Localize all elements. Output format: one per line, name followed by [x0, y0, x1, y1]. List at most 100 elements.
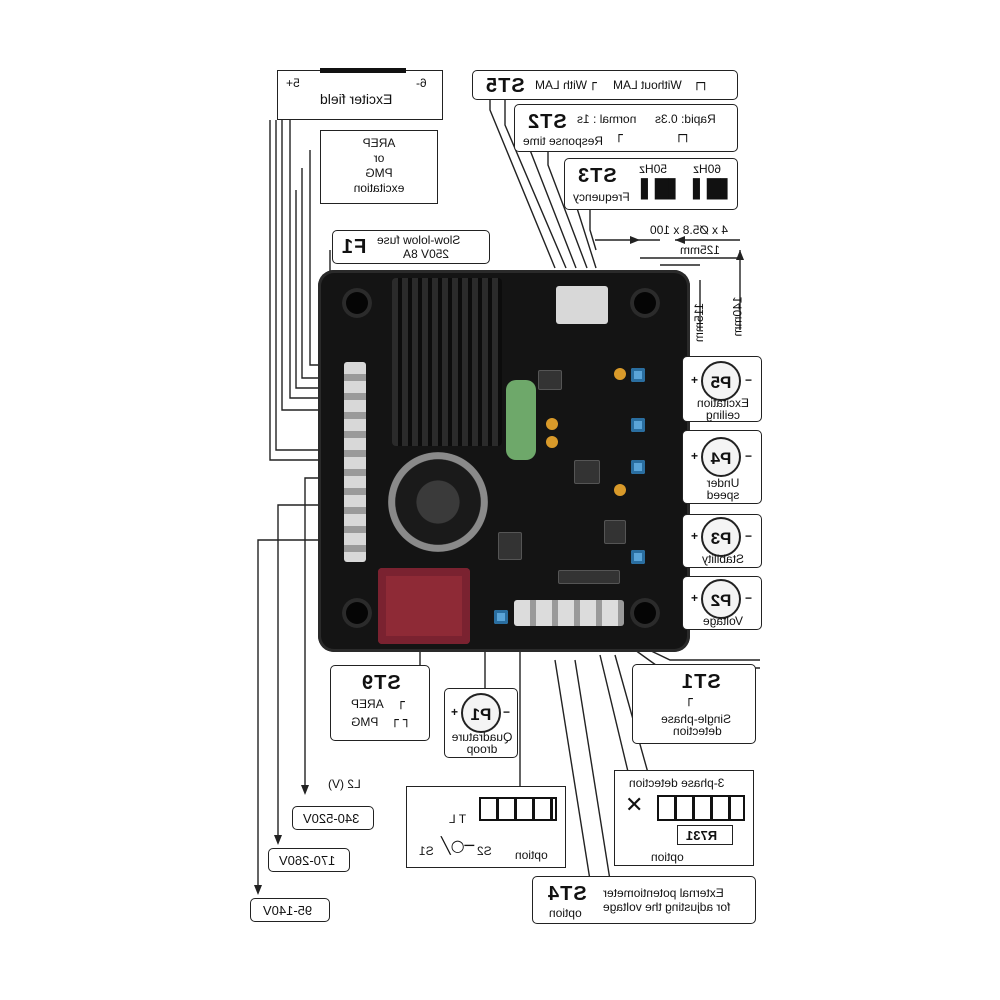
p3-plus: + — [691, 529, 699, 543]
st5-with-lam: With LAM — [535, 78, 588, 92]
ic-chip — [538, 370, 562, 390]
st9-jumper-icon-2: ┌ ┐ — [391, 713, 411, 728]
st5-code: ST5 — [485, 75, 525, 97]
p4-minus: − — [745, 449, 753, 463]
p1-box: P1 + − Quadrature droop — [444, 688, 518, 758]
st9-box: ST9 AREP ┐ PMG ┌ ┐ — [330, 665, 430, 741]
st9-jumper-icon: ┐ — [397, 695, 405, 710]
s1-s2-option: option — [515, 848, 548, 862]
voltage-95-140: 95-140V — [263, 903, 313, 918]
trimmer-p3 — [631, 550, 645, 564]
st3-50hz: 50Hz — [639, 162, 668, 176]
st9-pmg: PMG — [351, 715, 379, 729]
st1-box: ST1 ┐ Single-phase detection — [632, 664, 756, 744]
trimmer-p4 — [631, 418, 645, 432]
st9-arep: AREP — [351, 697, 384, 711]
mounting-hole — [342, 598, 372, 628]
ic-chip — [498, 532, 522, 560]
capacitor-small — [614, 368, 626, 380]
f1-line1: Slow-lolow fuse — [377, 233, 461, 247]
s1-s2-terminal-icon — [479, 797, 557, 821]
exciter-minus-label: 5+ — [286, 76, 300, 90]
p1-minus: − — [503, 705, 511, 719]
p4-line2: speed — [706, 488, 740, 502]
ic-chip — [604, 520, 626, 544]
p2-plus: + — [691, 591, 699, 605]
dim-140mm: 140mm — [730, 296, 745, 337]
st1-code: ST1 — [681, 671, 721, 693]
avr-circuit-board — [318, 270, 690, 652]
s1-s2-s2: S1 — [419, 844, 434, 858]
trimmer-p4b — [631, 460, 645, 474]
st2-jumper-icon: ┐ — [615, 128, 623, 143]
st3-60hz: 60Hz — [693, 162, 722, 176]
power-resistor — [506, 380, 536, 460]
mounting-hole — [630, 598, 660, 628]
s1-s2-option-box: T L S1 ─○╱ S2 option — [406, 786, 566, 868]
p2-minus: − — [745, 591, 753, 605]
ic-chip — [574, 460, 600, 484]
exciter-terminal-bar — [320, 68, 406, 73]
st1-jumper-icon: ┐ — [685, 692, 693, 707]
p2-pot-icon: P2 — [701, 579, 741, 619]
p5-pot-icon: P5 — [701, 361, 741, 401]
st9-code: ST9 — [361, 672, 401, 694]
p1-code: P1 — [470, 705, 492, 724]
st2-jumper-icon-2: ┌┐ — [675, 128, 691, 143]
st2-rapid: Rapid: 0.3s — [655, 112, 716, 126]
st2-normal: normal : 1s — [577, 112, 637, 126]
voltage-170-260-box: 170-260V — [268, 848, 350, 872]
p4-plus: + — [691, 449, 699, 463]
three-phase-option: option — [651, 850, 684, 864]
p2-code: P2 — [710, 591, 732, 610]
s1-s2-s1: S2 — [477, 844, 492, 858]
st3-box: ST3 Frequency 50Hz 60Hz ▐█▐ ▐█▐ — [564, 158, 738, 210]
st5-jumper-icon-2: ┌┐ — [693, 76, 709, 91]
dim-115mm: 115mm — [692, 302, 707, 343]
voltage-95-140-box: 95-140V — [250, 898, 330, 922]
p5-plus: + — [691, 373, 699, 387]
st4-code: ST4 — [547, 883, 587, 905]
st5-without-lam: Without LAM — [613, 78, 682, 92]
p1-plus: + — [451, 705, 459, 719]
switch-icon: ─○╱ — [441, 836, 475, 855]
electrolytic-capacitor — [388, 452, 488, 552]
voltage-340-520: 340-520V — [303, 811, 360, 826]
st4-line1: External potentiometer — [603, 886, 724, 900]
wire-cross-icon: ✕ — [625, 793, 644, 818]
mounting-hole — [342, 288, 372, 318]
f1-fuse-box: F1 Slow-lolow fuse 250V 8A — [332, 230, 490, 264]
ic-chip — [558, 570, 620, 584]
p5-box: P5 + − Excitation ceiling — [682, 356, 762, 422]
st3-jumper-icon-2: ▐█▐ — [693, 179, 735, 200]
jumper-connector-top — [556, 286, 608, 324]
p3-pot-icon: P3 — [701, 517, 741, 557]
p1-pot-icon: P1 — [461, 693, 501, 733]
s1-s2-tl: T L — [449, 812, 467, 826]
dim-125mm: 125mm — [680, 243, 721, 257]
excitation-type-box: AREP or PMG excitation — [320, 130, 438, 204]
capacitor-small — [546, 436, 558, 448]
three-phase-title: 3-phase detection — [629, 776, 725, 790]
l2-voltage-label: L2 (V) — [328, 777, 361, 791]
three-phase-option-box: 3-phase detection ✕ R731 option — [614, 770, 754, 866]
heatsink — [392, 278, 502, 446]
excitation-line-arep: AREP — [362, 136, 396, 150]
f1-line2: 250V 8A — [403, 247, 450, 261]
exciter-plus-label: 6- — [416, 76, 427, 90]
st5-box: ST5 With LAM ┐ Without LAM ┌┐ — [472, 70, 738, 100]
p4-box: P4 + − Under speed — [682, 430, 762, 504]
voltage-170-260: 170-260V — [279, 853, 336, 868]
st5-jumper-icon: ┐ — [589, 76, 597, 91]
p4-pot-icon: P4 — [701, 437, 741, 477]
p3-box: P3 + − Stability — [682, 514, 762, 568]
capacitor-small — [614, 484, 626, 496]
st2-code: ST2 — [527, 111, 567, 133]
p3-line1: Stability — [701, 552, 745, 566]
p1-line2: droop — [466, 742, 498, 756]
excitation-line-excitation: excitation — [353, 181, 405, 195]
f1-code: F1 — [341, 236, 367, 258]
p5-minus: − — [745, 373, 753, 387]
p2-line1: Voltage — [702, 614, 744, 628]
